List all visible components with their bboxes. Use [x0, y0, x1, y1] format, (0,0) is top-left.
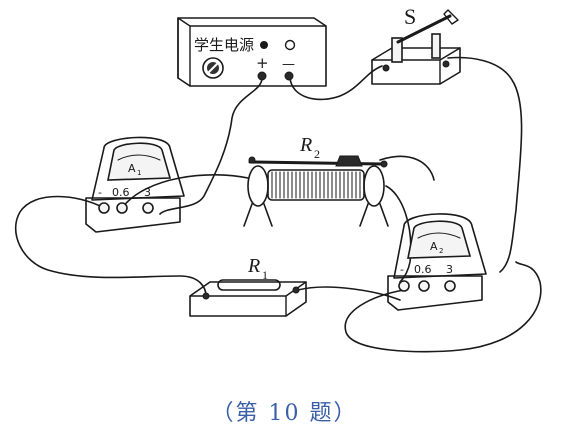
ammeter-2-terminal	[418, 280, 430, 292]
positive-sign: +	[256, 54, 269, 72]
negative-terminal	[284, 71, 294, 81]
ammeter-2-terminal-label: 3	[446, 263, 453, 276]
ammeter-1: A 1 - 0.6 3	[85, 136, 185, 233]
rheostat: R 2	[243, 134, 389, 227]
ammeter-2-symbol-subscript: 2	[439, 247, 443, 255]
ammeter-1-terminal	[98, 202, 110, 214]
rheostat-coil	[271, 171, 361, 199]
switch-label: S	[404, 4, 416, 29]
ammeter-1-symbol: A	[128, 162, 136, 175]
power-indicator-icon	[260, 41, 268, 49]
ammeter-2-terminal	[444, 280, 456, 292]
positive-terminal	[257, 71, 267, 81]
ammeter-2-terminal	[398, 280, 410, 292]
ammeter-1-terminal-label: 3	[144, 186, 151, 199]
ammeter-2-terminal-label: 0.6	[414, 263, 432, 276]
rheostat-label-subscript: 2	[314, 147, 320, 161]
ammeter-1-terminal-label: 0.6	[112, 186, 130, 199]
ammeter-1-terminal	[142, 202, 154, 214]
ammeter-2-terminal-label: -	[400, 263, 404, 276]
fixed-resistor: R 1	[189, 255, 307, 317]
knife-switch: S	[371, 4, 461, 85]
power-indicator-icon	[284, 39, 296, 51]
negative-sign: —	[282, 57, 295, 72]
wires	[15, 56, 542, 353]
ammeter-2: A 2 - 0.6 3	[387, 213, 487, 311]
resistor-body	[217, 279, 281, 291]
resistor-label-subscript: 1	[262, 268, 268, 282]
ammeter-1-terminal-label: -	[98, 186, 102, 199]
rheostat-label: R	[299, 134, 312, 156]
voltage-dial-icon	[202, 57, 224, 79]
ammeter-1-symbol-subscript: 1	[137, 169, 141, 177]
ammeter-1-terminal	[116, 202, 128, 214]
ammeter-2-symbol: A	[430, 240, 438, 253]
rheostat-slider	[335, 155, 363, 167]
power-supply-label: 学生电源	[194, 36, 254, 54]
switch-handle-icon	[443, 9, 459, 25]
power-supply: 学生电源 + —	[177, 17, 327, 87]
resistor-label: R	[247, 255, 260, 277]
figure-caption: （第 10 题）	[211, 401, 358, 426]
